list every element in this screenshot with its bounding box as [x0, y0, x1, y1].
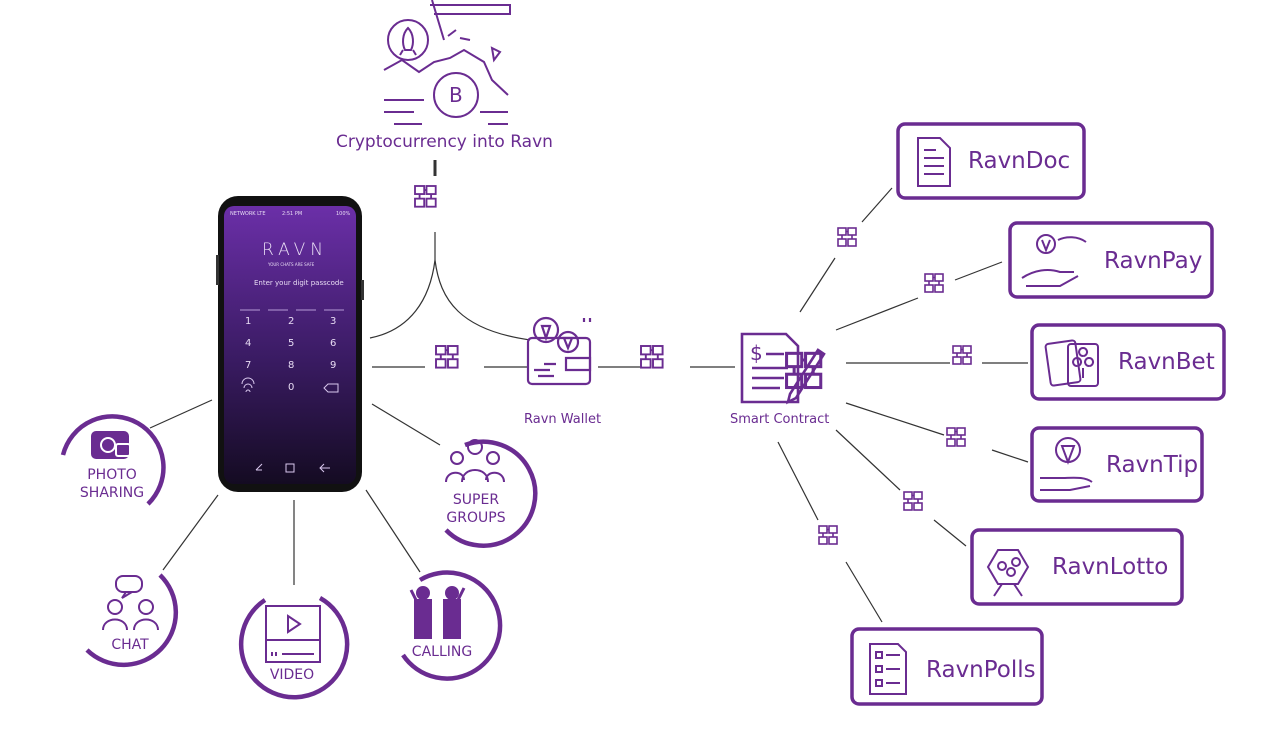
phone-status-battery: 100% [336, 211, 351, 217]
phone-key-5[interactable]: 5 [288, 338, 295, 349]
phone-key-4[interactable]: 4 [245, 338, 252, 349]
phone-brand-logo: RAVN [262, 240, 329, 260]
super-groups-circle [444, 439, 538, 548]
app-boxes [850, 122, 1226, 706]
blockchain-icon [952, 345, 972, 365]
phone-key-2[interactable]: 2 [288, 316, 295, 327]
phone-device [216, 196, 364, 492]
blockchain-icon [837, 227, 857, 247]
photo-sharing-circle [60, 414, 166, 506]
chat-people-icon [102, 575, 159, 631]
phone-key-9[interactable]: 9 [330, 360, 337, 371]
calling-label: CALLING [411, 644, 473, 660]
video-circle [238, 596, 350, 700]
ravn-wallet-label: Ravn Wallet [524, 412, 602, 427]
ravnlotto-box [970, 528, 1184, 606]
camera-lock-icon [91, 431, 131, 459]
blockchain-icon [435, 345, 459, 369]
svg-text:B: B [449, 83, 463, 107]
ravnbet-label: RavnBet [1118, 349, 1215, 375]
phone-status-time: 2:51 PM [282, 211, 303, 217]
ravnpay-box [1008, 221, 1214, 299]
playing-cards-icon [1044, 339, 1099, 387]
calling-people-icon [409, 586, 466, 639]
feature-circles [60, 414, 538, 700]
smart-contract-label: Smart Contract [730, 412, 830, 427]
hand-tip-icon [1040, 437, 1093, 491]
crypto-into-ravn-label: Cryptocurrency into Ravn [336, 132, 553, 152]
svg-text:$: $ [750, 341, 763, 365]
blockchain-icon [903, 491, 923, 511]
connector-lines [149, 160, 1029, 623]
ravntip-label: RavnTip [1106, 452, 1199, 478]
phone-key-3[interactable]: 3 [330, 316, 337, 327]
ravnpay-label: RavnPay [1104, 248, 1203, 274]
contract-document-icon: $ [740, 332, 826, 405]
chat-label: CHAT [111, 637, 149, 653]
poll-checklist-icon [869, 643, 907, 695]
group-people-icon [445, 439, 505, 483]
ravnlotto-label: RavnLotto [1052, 554, 1169, 580]
document-icon [917, 137, 951, 187]
video-player-icon [265, 605, 321, 663]
phone-key-1[interactable]: 1 [245, 316, 252, 327]
lottery-ball-icon [986, 549, 1030, 597]
photo-sharing-label: PHOTO SHARING [79, 467, 145, 501]
video-label: VIDEO [269, 667, 315, 683]
super-groups-label: SUPER GROUPS [446, 492, 506, 526]
wallet-icon [526, 316, 592, 386]
ravnpolls-label: RavnPolls [926, 657, 1036, 683]
blockchain-icon [640, 345, 664, 369]
chat-circle [85, 573, 179, 668]
backspace-icon [323, 383, 339, 393]
mining-rocket-bitcoin-icon: B [383, 0, 511, 125]
blockchain-icon [414, 185, 437, 208]
phone-key-8[interactable]: 8 [288, 360, 295, 371]
ravndoc-label: RavnDoc [968, 148, 1071, 174]
blockchain-icon [946, 427, 966, 447]
calling-circle [401, 570, 503, 681]
ravnpolls-box [850, 627, 1044, 706]
hand-coin-icon [1021, 234, 1087, 287]
phone-key-7[interactable]: 7 [245, 360, 252, 371]
phone-passcode-prompt: Enter your digit passcode [254, 279, 344, 287]
phone-tagline: YOUR CHATS ARE SAFE [268, 262, 315, 267]
phone-status-carrier: NETWORK LTE [230, 211, 266, 217]
fingerprint-icon [241, 377, 255, 393]
phone-key-0[interactable]: 0 [288, 382, 295, 393]
phone-key-6[interactable]: 6 [330, 338, 337, 349]
blockchain-icon [924, 273, 944, 293]
blockchain-icon [818, 525, 838, 545]
